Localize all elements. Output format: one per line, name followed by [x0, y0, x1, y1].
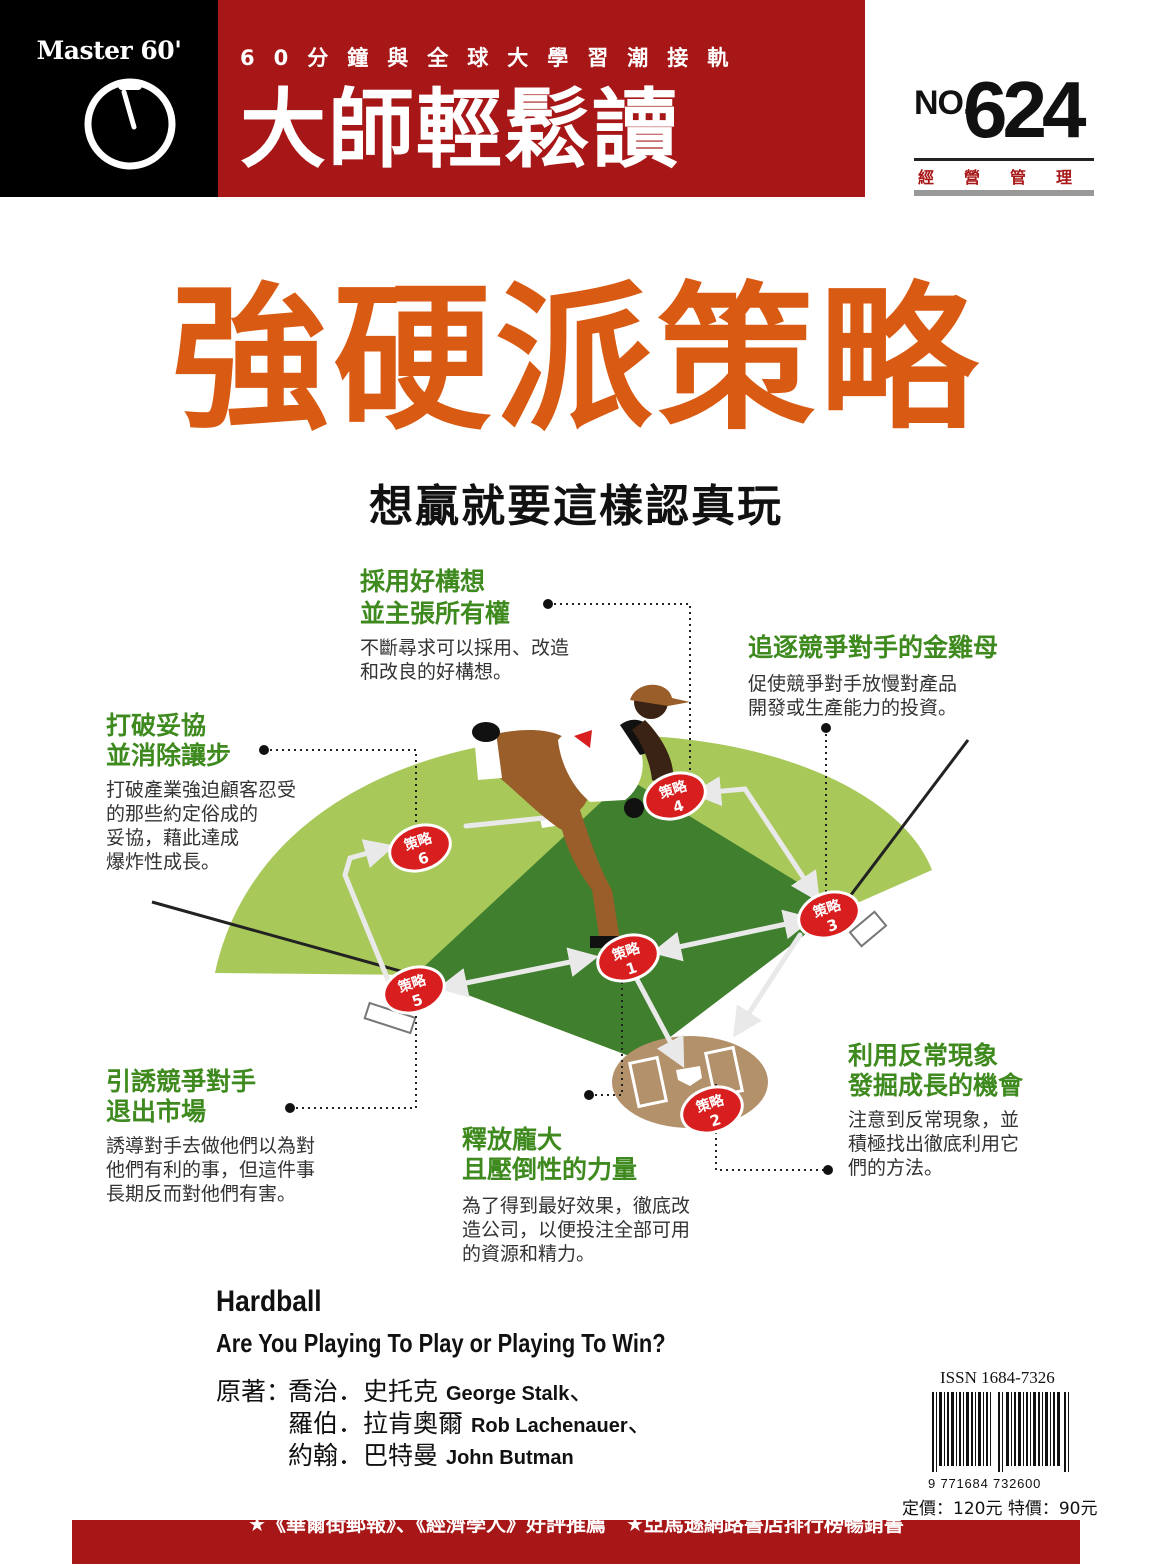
strategy-6-desc-1: 打破產業強迫顧客忍受 [106, 779, 297, 801]
strategy-2-desc-1: 注意到反常現象，並 [848, 1109, 1020, 1131]
author-zh: 約翰．巴特曼 [288, 1441, 439, 1470]
barcode-icon [928, 1390, 1078, 1474]
author-prefix: 原著： [216, 1377, 292, 1406]
strategy-6-desc-2: 的那些約定俗成的 [106, 803, 259, 825]
strategy-1-desc-2: 造公司，以便投注全部可用 [462, 1219, 691, 1241]
author-sep: 、 [627, 1409, 653, 1438]
author-en: John Butman [445, 1447, 574, 1469]
strategy-1-heading-2: 且壓倒性的力量 [462, 1155, 638, 1184]
foul-line-right [830, 739, 970, 921]
strategy-2-desc-3: 們的方法。 [848, 1157, 944, 1179]
author-en: Rob Lachenauer [470, 1415, 628, 1437]
cover-title: 強硬派策略 [171, 267, 981, 452]
author-zh: 羅伯．拉肯奧爾 [288, 1409, 464, 1438]
strategy-5-heading-1: 引誘競爭對手 [106, 1067, 257, 1096]
strategy-badge: 策略 2 [680, 1085, 744, 1135]
strategy-badge: 策略 3 [797, 890, 861, 940]
brand-zh: 大師輕鬆讀 [240, 79, 680, 180]
author-line: 約翰．巴特曼 John Butman [288, 1436, 574, 1472]
strategy-5-desc-3: 長期反而對他們有害。 [106, 1183, 297, 1205]
baseball-field-diagram: 策略 1 策略 2 策略 3 策略 4 策略 5 策略 6 [151, 599, 970, 1175]
strategy-1-desc-3: 的資源和精力。 [462, 1243, 596, 1265]
strategy-2-heading-2: 發掘成長的機會 [848, 1071, 1024, 1100]
book-title-en: Hardball [216, 1285, 322, 1318]
strategy-4-desc-2: 和改良的好構想。 [360, 661, 513, 683]
issn-label: ISSN 1684-7326 [940, 1368, 1055, 1387]
strategy-badge: 策略 6 [388, 823, 452, 873]
strategy-4-desc-1: 不斷尋求可以採用、改造 [360, 637, 570, 659]
author-en: George Stalk [445, 1383, 570, 1405]
strategy-badge: 策略 5 [382, 965, 446, 1015]
strategy-3-desc-1: 促使競爭對手放慢對產品 [748, 673, 958, 695]
strategy-2-heading-1: 利用反常現象 [848, 1041, 999, 1070]
header-red-panel [218, 0, 865, 197]
strategy-2-desc-2: 積極找出徹底利用它 [848, 1133, 1020, 1155]
footer-text: ★《華爾街郵報》、《經濟學人》好評推薦 ★亞馬遜網路書店排行榜暢銷書 [248, 1512, 904, 1536]
issue-number: 624 [963, 65, 1087, 154]
strategy-4-heading-2: 並主張所有權 [360, 599, 511, 628]
strategy-1-desc-1: 為了得到最好效果，徹底改 [462, 1195, 691, 1217]
book-subtitle-en: Are You Playing To Play or Playing To Wi… [216, 1328, 666, 1358]
author-zh: 喬治．史托克 [288, 1377, 439, 1406]
author-line: 羅伯．拉肯奧爾 Rob Lachenauer、 [288, 1404, 653, 1440]
strategy-badge: 策略 4 [643, 771, 707, 821]
category-label: 經營管理 [918, 168, 1103, 187]
category-rule [914, 158, 1094, 161]
tagline: 60分鐘與全球大學習潮接軌 [240, 46, 748, 70]
strategy-5-desc-1: 誘導對手去做他們以為對 [106, 1135, 316, 1157]
strategy-6-desc-4: 爆炸性成長。 [106, 851, 221, 873]
strategy-3-desc-2: 開發或生產能力的投資。 [748, 697, 958, 719]
cover-subtitle: 想贏就要這樣認真玩 [369, 481, 783, 532]
strategy-1-heading-1: 釋放龐大 [462, 1125, 563, 1154]
strategy-6-heading-2: 並消除讓步 [106, 741, 232, 770]
price-label: 定價：120元 特價：90元 [902, 1499, 1098, 1519]
strategy-4-heading-1: 採用好構想 [360, 567, 486, 596]
author-line: 喬治．史托克 George Stalk、 [288, 1372, 594, 1408]
brand-en: Master 60' [36, 36, 182, 65]
barcode-digits: 9 771684 732600 [928, 1476, 1042, 1491]
strategy-6-heading-1: 打破妥協 [106, 711, 207, 740]
stopwatch-icon [84, 78, 176, 170]
strategy-6-desc-3: 妥協，藉此達成 [106, 827, 240, 849]
strategy-5-desc-2: 他們有利的事，但這件事 [106, 1159, 316, 1181]
foul-line-left [151, 900, 419, 978]
strategy-3-heading-1: 追逐競爭對手的金雞母 [748, 633, 999, 662]
strategy-badge: 策略 1 [596, 933, 660, 983]
issue-label: NO. [914, 84, 972, 122]
category-rule-bottom [914, 190, 1094, 196]
strategy-5-heading-2: 退出市場 [106, 1097, 207, 1126]
author-sep: 、 [569, 1377, 595, 1406]
